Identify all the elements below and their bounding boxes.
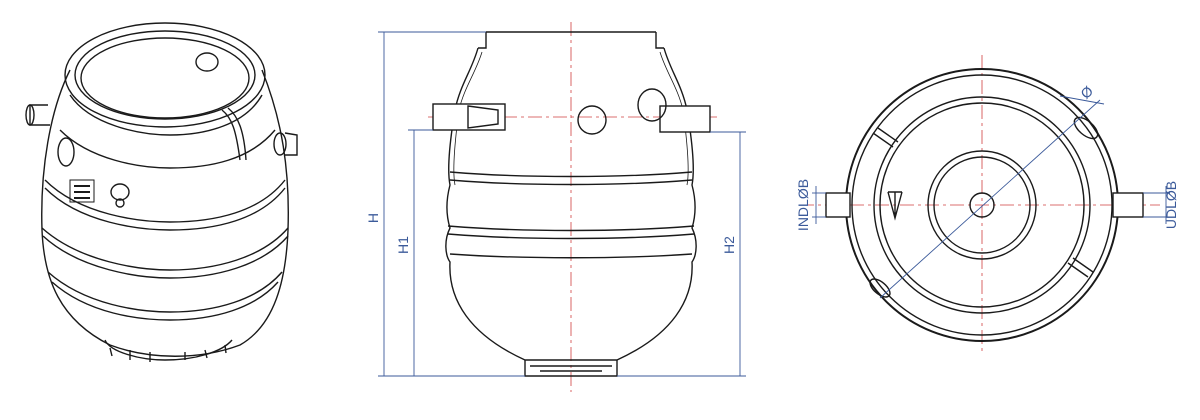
iso-rib-3 (47, 271, 283, 313)
iso-neck-port (195, 52, 219, 72)
side-rib-2 (447, 225, 695, 232)
dim-h1-label: H1 (395, 236, 411, 254)
iso-body-outline (41, 69, 289, 357)
top-port-ne (1073, 116, 1099, 140)
iso-lug (221, 109, 241, 161)
isometric-view (25, 22, 298, 362)
iso-inlet-pipe (29, 104, 50, 126)
top-outlet-pipe (1112, 192, 1144, 218)
side-rib-3 (449, 253, 693, 259)
side-base (524, 360, 618, 377)
iso-rib-1 (44, 179, 286, 223)
top-neck-ring (927, 150, 1037, 260)
top-baffle (887, 191, 903, 221)
side-view: H H1 H2 (365, 22, 746, 392)
iso-outlet-pipe (284, 132, 298, 156)
iso-neck-outer (64, 22, 266, 128)
side-outlet-port (637, 88, 667, 122)
dim-diameter-label: Ø (1077, 83, 1096, 102)
side-inlet-bend (467, 105, 499, 129)
top-center-hole (969, 192, 995, 218)
dim-h2-label: H2 (721, 236, 737, 254)
side-neck (478, 32, 664, 49)
dim-inlet-label: INDLØB (795, 179, 811, 231)
side-outlet-pipe (659, 105, 711, 133)
dim-h-label: H (365, 213, 381, 223)
top-inlet-pipe (825, 192, 851, 218)
top-body-ring (873, 96, 1091, 314)
iso-rib-2 (41, 227, 289, 271)
top-port-sw (869, 278, 891, 298)
side-inlet-pipe (432, 103, 506, 131)
iso-side-port (57, 137, 75, 167)
side-center-port (577, 105, 607, 135)
iso-neck-inner (74, 30, 256, 120)
iso-base (104, 339, 233, 361)
iso-label-plate (69, 179, 95, 203)
dim-diameter-line (879, 99, 1101, 299)
side-body-outline (445, 47, 697, 361)
top-view: Ø INDLØB UDLØB (795, 55, 1179, 355)
dim-outlet-label: UDLØB (1163, 181, 1179, 229)
side-rib-1 (449, 171, 693, 178)
